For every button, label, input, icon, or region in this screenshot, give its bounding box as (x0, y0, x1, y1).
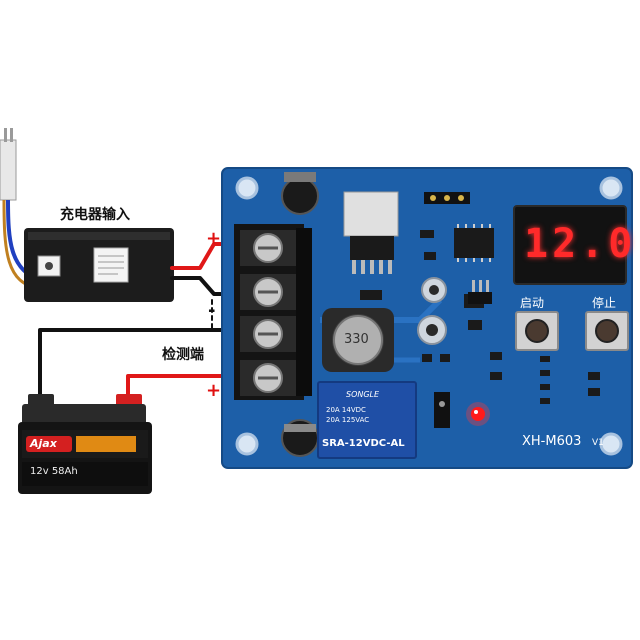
display-readout: 12.0 (524, 221, 637, 267)
regulator-chip (343, 191, 399, 274)
battery-brand: Ajax (30, 437, 57, 450)
capacitor-top (281, 172, 319, 215)
transistor (468, 280, 492, 304)
terminal-screw-1 (240, 230, 296, 266)
start-button-body (515, 311, 559, 351)
plus-sign-top: + (206, 228, 222, 249)
charger-adapter (24, 228, 174, 302)
model-label: XH-M603 (522, 434, 582, 449)
pin-header (424, 192, 470, 204)
start-label: 启动 (520, 296, 545, 310)
battery-rating: 12v 58Ah (30, 466, 78, 477)
capacitor-bottom (281, 419, 319, 457)
inductor (322, 308, 394, 372)
relay-model: SRA-12VDC-AL (322, 438, 405, 449)
capacitor-small-1 (421, 277, 447, 303)
diode (434, 392, 450, 428)
capacitor-small-2 (417, 315, 447, 345)
relay-rating-1: 20A 14VDC (326, 406, 366, 414)
terminal-screw-4 (240, 360, 296, 396)
microcontroller-chip (454, 224, 494, 262)
seven-segment-display (513, 205, 627, 285)
plus-sign-bottom: + (206, 380, 222, 401)
battery (18, 394, 152, 494)
minus-sign-top: - (208, 300, 216, 321)
red-led (466, 402, 490, 426)
relay-rating-2: 20A 125VAC (326, 416, 370, 424)
terminal-screw-3 (240, 316, 296, 352)
version-label: V1 (592, 438, 604, 448)
stop-label: 停止 (592, 296, 617, 310)
charger-input-label: 充电器输入 (60, 207, 130, 223)
detect-terminal-label: 检测端 (162, 347, 204, 363)
relay-brand: SONGLE (346, 390, 380, 399)
terminal-screw-2 (240, 274, 296, 310)
stop-button-body (585, 311, 629, 351)
inductor-value: 330 (344, 332, 369, 347)
relay (317, 381, 417, 459)
